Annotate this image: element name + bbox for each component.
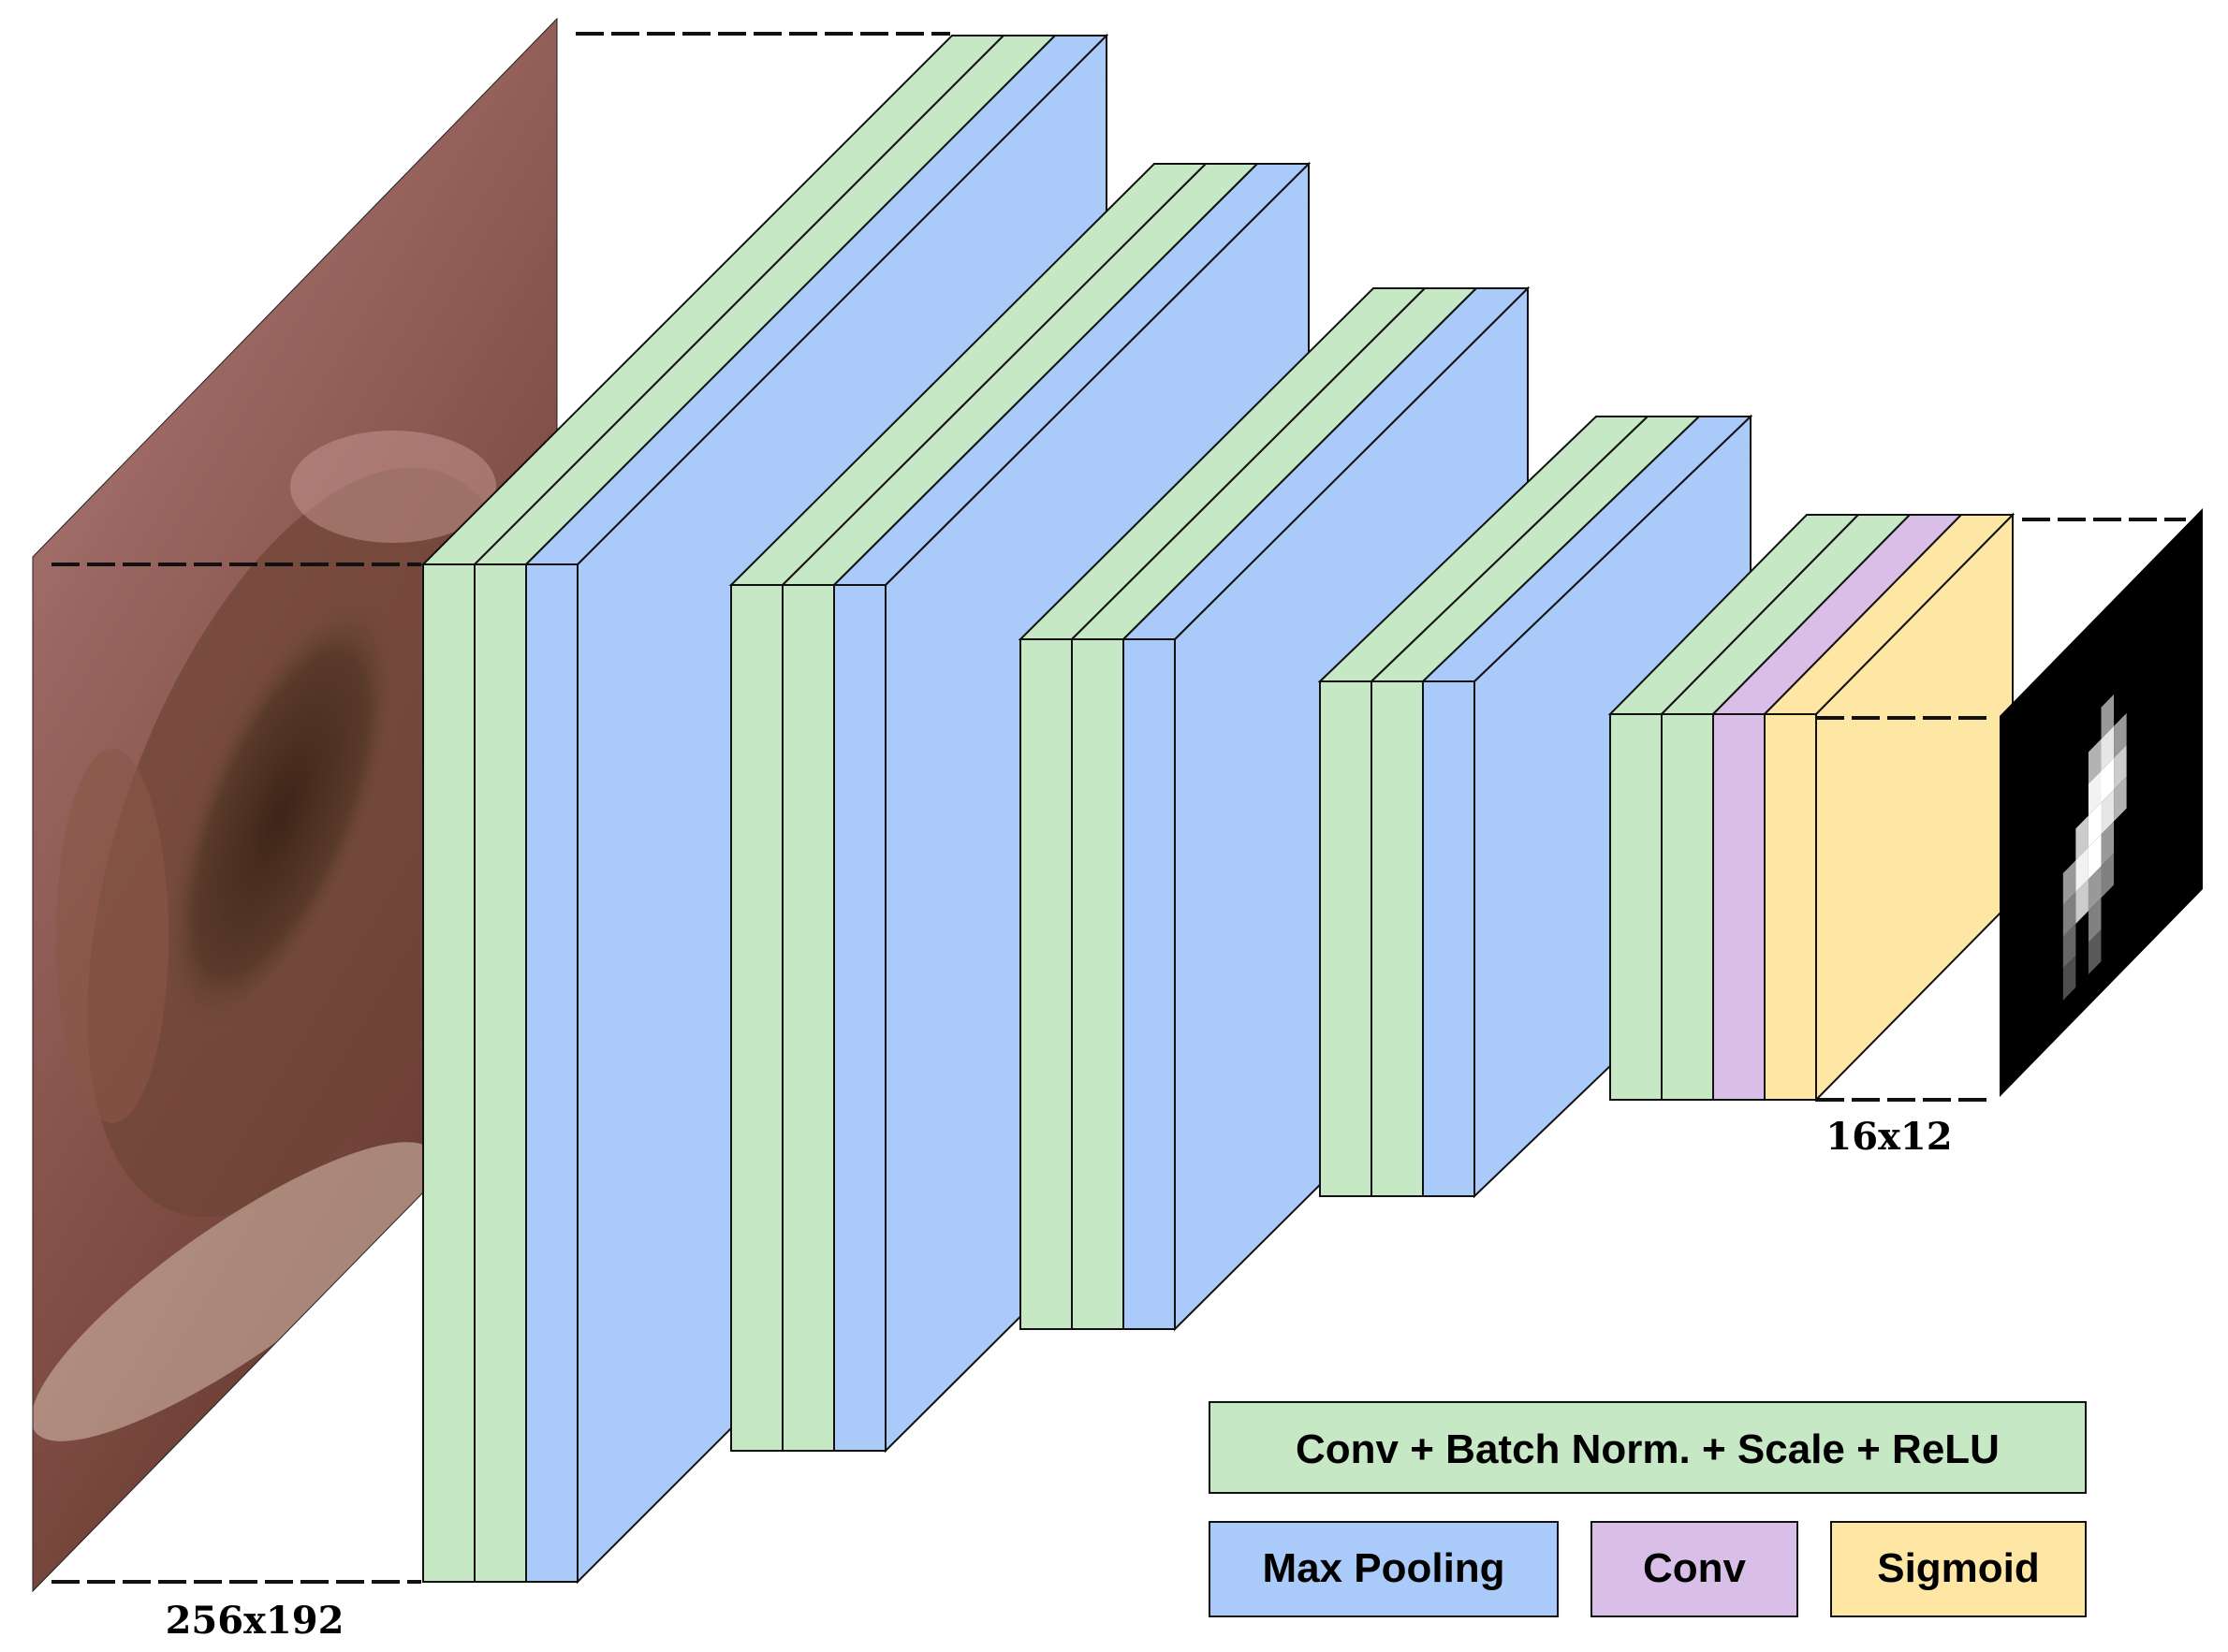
heatmap-cell: [2114, 712, 2127, 758]
legend-conv-bn-relu-label: Conv + Batch Norm. + Scale + ReLU: [1296, 1426, 2000, 1472]
heatmap-cell: [2101, 789, 2115, 835]
heatmap-cell: [2101, 725, 2115, 771]
heatmap-cell: [2101, 757, 2115, 803]
heatmap-cell: [2101, 694, 2115, 739]
block-2-layer-3-max-pooling: [833, 584, 887, 1452]
legend-conv-label: Conv: [1643, 1545, 1747, 1591]
block-5: [1607, 512, 2015, 1103]
heatmap-cell: [2088, 802, 2102, 848]
heatmap-cell: [2062, 924, 2076, 969]
heatmap-cell: [2088, 929, 2102, 974]
legend-max-pooling: Max Pooling: [1209, 1521, 1559, 1617]
heatmap-cell: [2101, 853, 2115, 899]
heatmap-cell: [2114, 744, 2127, 790]
block-3-layer-3-max-pooling: [1122, 638, 1176, 1330]
legend: Conv + Batch Norm. + Scale + ReLU Max Po…: [1209, 1401, 2087, 1617]
block-3-layer-2-conv-bn-relu: [1071, 638, 1124, 1330]
legend-sigmoid-swatch: [1830, 1521, 2087, 1617]
block-1-layer-1-conv-bn-relu: [422, 563, 476, 1583]
heatmap-cell: [2114, 776, 2127, 822]
legend-max-pooling-label: Max Pooling: [1262, 1545, 1504, 1591]
block-4-layer-1-conv-bn-relu: [1319, 680, 1372, 1197]
heatmap-cell: [2062, 955, 2076, 1001]
heatmap-cell: [2062, 860, 2076, 905]
block-5-layer-4-sigmoid: [1764, 713, 1817, 1101]
output-heatmap: [2000, 508, 2203, 1097]
block-4-layer-2-conv-bn-relu: [1371, 680, 1424, 1197]
heatmap-cell: [2088, 738, 2102, 784]
heatmap-cell: [2101, 821, 2115, 867]
legend-conv-bn-relu-swatch: [1209, 1401, 2087, 1494]
legend-max-pooling-swatch: [1209, 1521, 1559, 1617]
heatmap-cell: [2088, 770, 2102, 816]
block-3-layer-1-conv-bn-relu: [1019, 638, 1073, 1330]
block-5-layer-2-conv-bn-relu: [1661, 713, 1714, 1101]
output-size-label: 16x12: [1825, 1115, 1952, 1159]
legend-sigmoid-label: Sigmoid: [1877, 1545, 2040, 1591]
block-1-layer-2-conv-bn-relu: [474, 563, 527, 1583]
heatmap-cell: [2088, 898, 2102, 943]
block-2-layer-1-conv-bn-relu: [730, 584, 784, 1452]
legend-sigmoid: Sigmoid: [1830, 1521, 2087, 1617]
input-size-label: 256x192: [166, 1599, 344, 1643]
projection-guides: [51, 32, 2186, 1584]
block-3: [1018, 285, 1531, 1332]
heatmap-cell: [2088, 834, 2102, 880]
legend-conv-bn-relu: Conv + Batch Norm. + Scale + ReLU: [1209, 1401, 2087, 1494]
heatmap-cell: [2062, 892, 2076, 937]
block-4-layer-3-max-pooling: [1422, 680, 1475, 1197]
block-5-layer-3-conv: [1712, 713, 1766, 1101]
legend-conv: Conv: [1590, 1521, 1798, 1617]
heatmap-cell: [2075, 847, 2089, 893]
block-5-layer-1-conv-bn-relu: [1609, 713, 1663, 1101]
heatmap-cell: [2088, 866, 2102, 912]
heatmap-cell: [2075, 879, 2089, 924]
layer-stack: [420, 33, 2015, 1585]
probability-heatmap-icon: [2062, 694, 2127, 1001]
block-1-layer-3-max-pooling: [525, 563, 579, 1583]
block-2-layer-2-conv-bn-relu: [782, 584, 835, 1452]
legend-conv-swatch: [1590, 1521, 1798, 1617]
heatmap-cell: [2075, 815, 2089, 861]
